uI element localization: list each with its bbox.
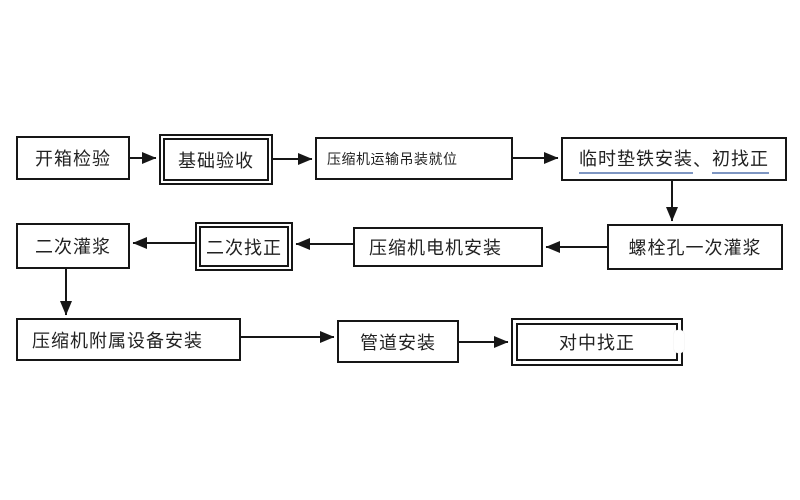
- flow-step-label: 开箱检验: [35, 149, 111, 170]
- flow-step-transport-hoisting: 压缩机运输吊装就位: [315, 137, 513, 180]
- flow-step-label: 二次灌浆: [35, 237, 111, 258]
- flow-step-label: 螺栓孔一次灌浆: [628, 238, 762, 259]
- watermark-artifact: [674, 330, 684, 353]
- flow-step-foundation-acceptance: 基础验收: [159, 134, 273, 185]
- flow-step-label-separator: 、: [693, 150, 712, 171]
- flow-step-piping-installation: 管道安装: [337, 320, 459, 363]
- flow-step-label: 压缩机附属设备安装: [32, 330, 203, 352]
- flow-step-unpacking-inspection: 开箱检验: [16, 136, 130, 180]
- flow-step-label: 对中找正: [559, 333, 635, 354]
- flow-step-label: 基础验收: [178, 150, 254, 172]
- flow-step-label-underlined-1: 临时垫铁安装: [579, 145, 693, 174]
- flow-step-motor-installation: 压缩机电机安装: [353, 227, 543, 267]
- flow-step-label: 压缩机运输吊装就位: [327, 151, 458, 168]
- flow-step-label: 管道安装: [360, 332, 436, 354]
- flow-step-centering-alignment: 对中找正: [511, 318, 683, 366]
- flow-step-auxiliary-equipment-installation: 压缩机附属设备安装: [16, 318, 241, 361]
- flow-step-second-grouting: 二次灌浆: [16, 223, 130, 269]
- flow-step-label-underlined-2: 初找正: [712, 145, 769, 174]
- flow-step-temp-shim-initial-alignment: 临时垫铁安装、初找正: [561, 137, 787, 181]
- flow-step-bolt-hole-first-grouting: 螺栓孔一次灌浆: [607, 224, 783, 270]
- flow-step-second-alignment: 二次找正: [195, 222, 293, 271]
- flow-step-label: 二次找正: [206, 237, 282, 259]
- flow-step-label: 压缩机电机安装: [369, 238, 502, 259]
